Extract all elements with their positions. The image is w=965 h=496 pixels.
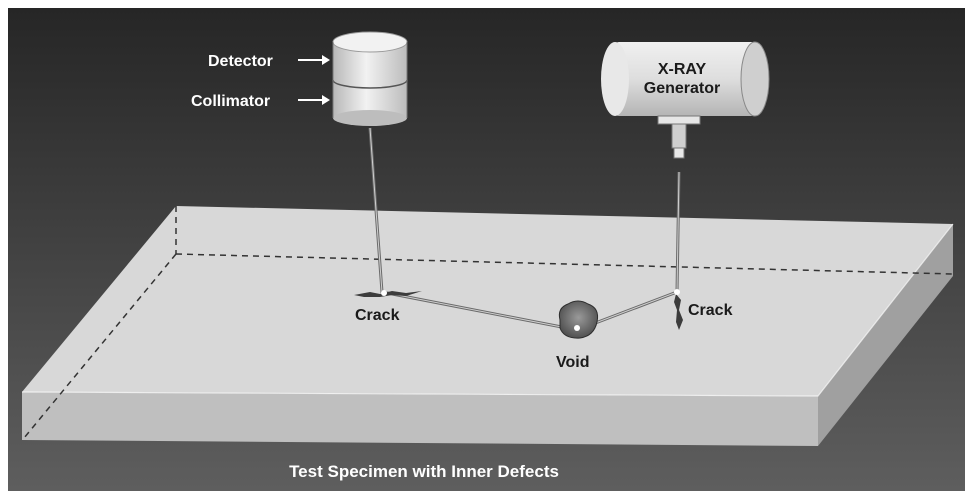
- detector-label: Detector: [208, 53, 273, 70]
- crack-left-defect: [354, 290, 422, 297]
- generator-label-line1: X-RAY: [658, 61, 707, 78]
- crack-right-label: Crack: [688, 302, 733, 319]
- crack-right-defect: [674, 289, 683, 330]
- detector-arrow: [298, 55, 330, 65]
- specimen-side-face: [818, 224, 953, 446]
- hidden-edge-back-bottom: [175, 253, 954, 275]
- generator-label-line2: Generator: [644, 80, 720, 97]
- caption: Test Specimen with Inner Defects: [289, 462, 559, 481]
- detector-top: [332, 31, 408, 53]
- detector-collimator-divider: [332, 79, 408, 89]
- specimen-edge-highlight: [21, 223, 954, 397]
- hidden-edge-left-bottom: [23, 253, 177, 439]
- generator-body: [615, 42, 755, 116]
- void-label: Void: [556, 354, 589, 371]
- xray-generator: X-RAY Generator: [601, 41, 770, 159]
- detector-cylinder-body: [333, 42, 407, 118]
- test-specimen: [21, 206, 954, 446]
- specimen-front-face: [22, 392, 818, 446]
- generator-nozzle: [671, 123, 687, 149]
- collimator-bottom: [333, 110, 407, 126]
- diagram-canvas: Detector Collimator X-RAY Generator Crac…: [8, 8, 965, 491]
- generator-nozzle-tip: [673, 147, 685, 159]
- void-defect: [558, 300, 599, 339]
- specimen-top-face: [22, 206, 953, 396]
- generator-front-cap: [601, 42, 629, 116]
- collimator-arrow: [298, 95, 330, 105]
- generator-back-cap: [740, 41, 770, 117]
- crack-left-label: Crack: [355, 307, 400, 324]
- xray-inspection-diagram: Detector Collimator X-RAY Generator Crac…: [8, 8, 965, 491]
- generator-mount: [657, 115, 701, 125]
- detector-collimator-unit: [332, 31, 408, 126]
- collimator-label: Collimator: [191, 93, 270, 110]
